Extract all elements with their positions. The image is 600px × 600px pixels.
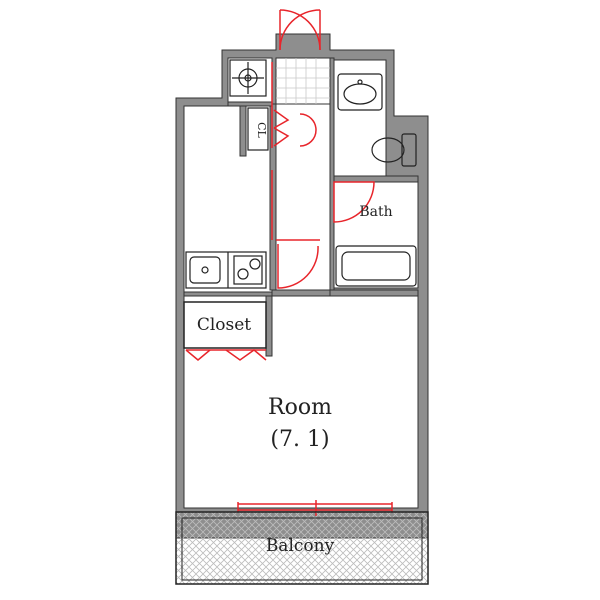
closet [183, 301, 267, 349]
interior-walls [183, 57, 419, 357]
entrance-tiles [276, 58, 330, 104]
washbasin [337, 73, 383, 111]
washroom-floor [333, 59, 387, 179]
cl-label: CL [255, 122, 268, 138]
bath-floor [333, 181, 419, 289]
hallway-floor [275, 103, 331, 291]
cl-cupboard [247, 107, 269, 151]
room-size-label: (7. 1) [270, 427, 329, 452]
doors [185, 9, 393, 516]
room-label: Room [268, 395, 332, 420]
balcony-label: Balcony [266, 536, 335, 556]
balcony [175, 511, 429, 585]
closet-label: Closet [197, 315, 251, 335]
bath-label: Bath [359, 204, 392, 220]
cooktop [229, 59, 267, 97]
toilet [371, 133, 417, 167]
bathtub [335, 245, 417, 287]
kitchen-counter [185, 251, 267, 289]
entrance-floor [275, 57, 331, 105]
